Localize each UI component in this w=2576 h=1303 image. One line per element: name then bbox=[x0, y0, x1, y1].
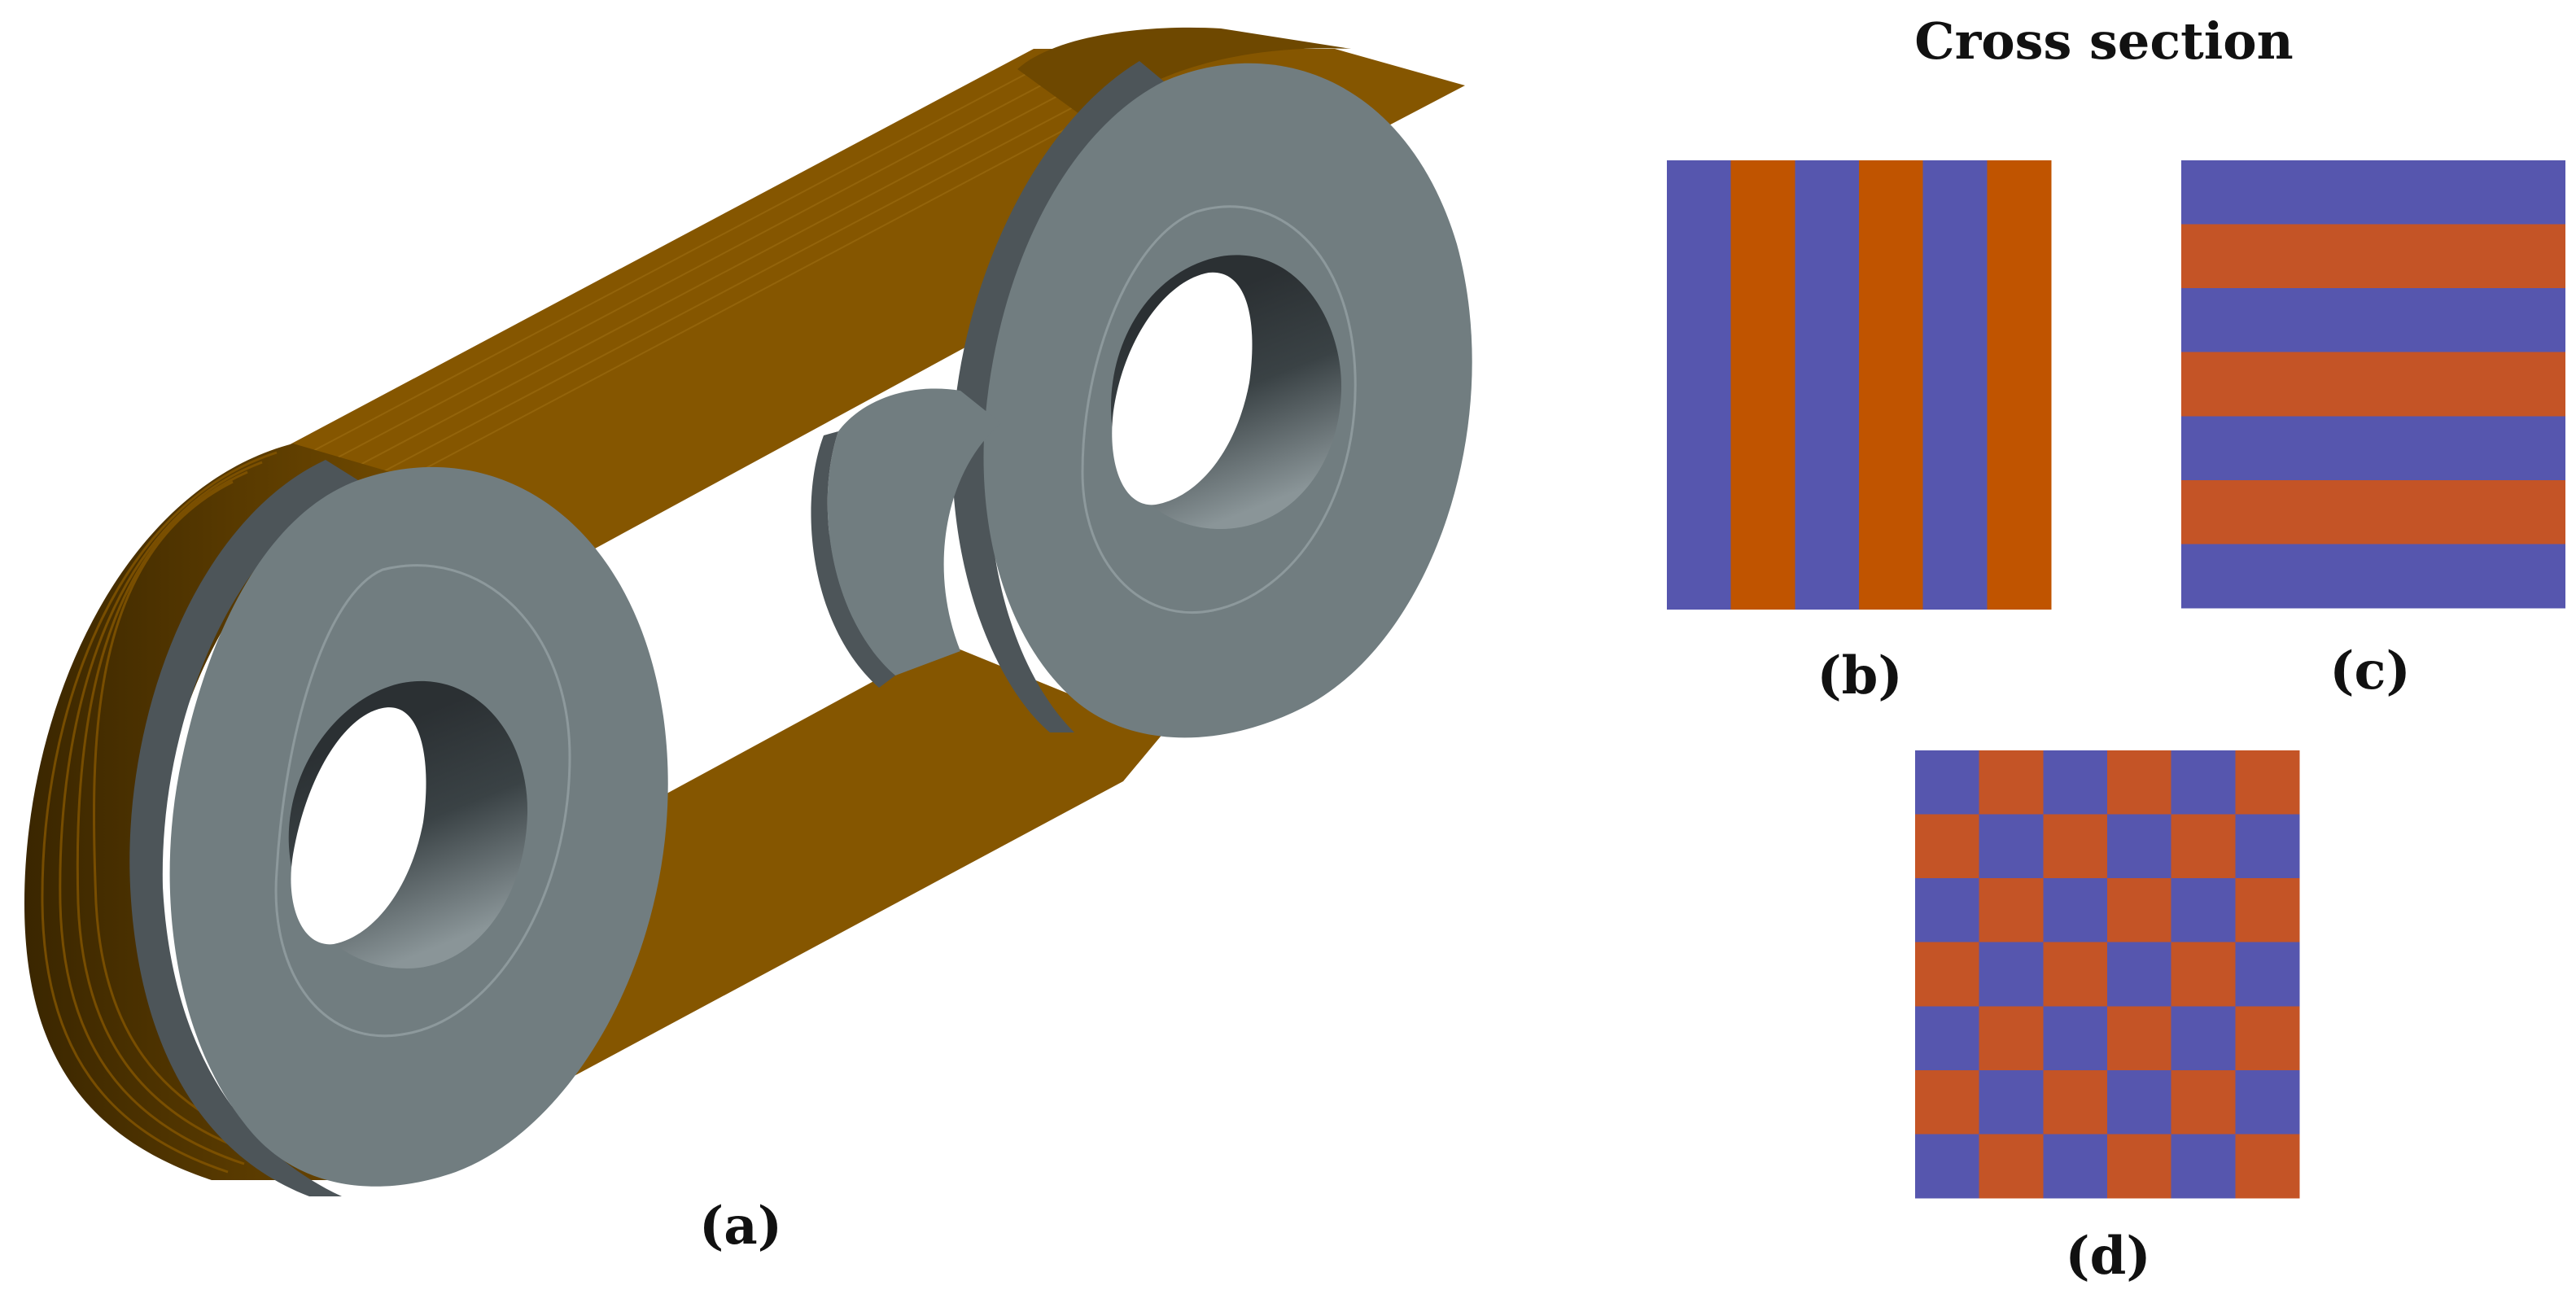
stripe-c-3 bbox=[2181, 288, 2565, 353]
stripe-b-5 bbox=[1922, 160, 1988, 610]
cell-d-r6-c2 bbox=[1979, 1069, 2044, 1135]
cell-d-r2-c5 bbox=[2171, 814, 2236, 879]
upper-tape-laminations bbox=[280, 56, 1157, 515]
cell-d-r7-c2 bbox=[1979, 1134, 2044, 1199]
cell-d-r4-c3 bbox=[2043, 942, 2108, 1007]
cell-d-r2-c6 bbox=[2235, 814, 2300, 879]
cell-d-r6-c3 bbox=[2043, 1069, 2108, 1135]
left-disk-rim bbox=[129, 460, 358, 1196]
panel-d-checkerboard bbox=[1915, 750, 2300, 1199]
stripe-b-1 bbox=[1667, 160, 1732, 610]
stripe-c-6 bbox=[2181, 479, 2565, 544]
cell-d-r4-c2 bbox=[1979, 942, 2044, 1007]
cell-d-r1-c5 bbox=[2171, 750, 2236, 815]
cell-d-r6-c1 bbox=[1915, 1069, 1980, 1135]
cell-d-r5-c6 bbox=[2235, 1006, 2300, 1071]
label-c: (c) bbox=[2329, 641, 2411, 702]
stripe-b-3 bbox=[1795, 160, 1860, 610]
cell-d-r3-c4 bbox=[2107, 878, 2172, 943]
cell-d-r3-c5 bbox=[2171, 878, 2236, 943]
cell-d-r7-c5 bbox=[2171, 1134, 2236, 1199]
stripe-b-4 bbox=[1859, 160, 1924, 610]
cell-d-r2-c3 bbox=[2043, 814, 2108, 879]
cell-d-r6-c5 bbox=[2171, 1069, 2236, 1135]
cell-d-r1-c6 bbox=[2235, 750, 2300, 815]
cell-d-r1-c4 bbox=[2107, 750, 2172, 815]
cell-d-r2-c1 bbox=[1915, 814, 1980, 879]
cell-d-r7-c3 bbox=[2043, 1134, 2108, 1199]
cell-d-r2-c2 bbox=[1979, 814, 2044, 879]
panel-c-horizontal-stripes bbox=[2181, 160, 2565, 609]
label-b: (b) bbox=[1817, 645, 1902, 706]
label-d: (d) bbox=[2065, 1226, 2150, 1287]
cell-d-r7-c6 bbox=[2235, 1134, 2300, 1199]
cell-d-r5-c3 bbox=[2043, 1006, 2108, 1071]
label-a: (a) bbox=[699, 1196, 782, 1257]
cell-d-r6-c6 bbox=[2235, 1069, 2300, 1135]
cell-d-r1-c3 bbox=[2043, 750, 2108, 815]
cross-section-heading: Cross section bbox=[1914, 11, 2293, 71]
cell-d-r4-c6 bbox=[2235, 942, 2300, 1007]
cell-d-r2-c4 bbox=[2107, 814, 2172, 879]
rear-disk-face bbox=[827, 388, 1001, 676]
stripe-c-2 bbox=[2181, 224, 2565, 289]
stripe-c-1 bbox=[2181, 160, 2565, 225]
cell-d-r3-c2 bbox=[1979, 878, 2044, 943]
panel-a-3d-core bbox=[24, 27, 1472, 1196]
cell-d-r3-c3 bbox=[2043, 878, 2108, 943]
cell-d-r5-c2 bbox=[1979, 1006, 2044, 1071]
cell-d-r5-c1 bbox=[1915, 1006, 1980, 1071]
cell-d-r3-c6 bbox=[2235, 878, 2300, 943]
cell-d-r1-c2 bbox=[1979, 750, 2044, 815]
cell-d-r7-c4 bbox=[2107, 1134, 2172, 1199]
stripe-b-2 bbox=[1730, 160, 1795, 610]
cell-d-r1-c1 bbox=[1915, 750, 1980, 815]
stripe-c-5 bbox=[2181, 416, 2565, 481]
left-winding-laminations bbox=[41, 451, 278, 1174]
cell-d-r7-c1 bbox=[1915, 1134, 1980, 1199]
cell-d-r5-c4 bbox=[2107, 1006, 2172, 1071]
cell-d-r5-c5 bbox=[2171, 1006, 2236, 1071]
right-disk-rim bbox=[952, 61, 1164, 732]
stripe-c-7 bbox=[2181, 544, 2565, 609]
cell-d-r4-c5 bbox=[2171, 942, 2236, 1007]
cell-d-r3-c1 bbox=[1915, 878, 1980, 943]
cell-d-r6-c4 bbox=[2107, 1069, 2172, 1135]
cell-d-r4-c1 bbox=[1915, 942, 1980, 1007]
panel-b-vertical-stripes bbox=[1667, 160, 2052, 610]
cell-d-r4-c4 bbox=[2107, 942, 2172, 1007]
stripe-b-6 bbox=[1987, 160, 2052, 610]
stripe-c-4 bbox=[2181, 352, 2565, 417]
